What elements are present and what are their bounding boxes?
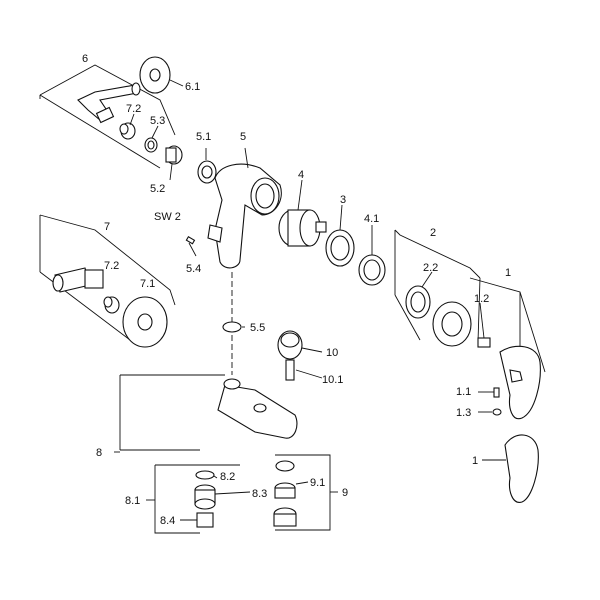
label-4: 4 [298, 169, 304, 181]
part-7-elbow-fitting [52, 267, 104, 293]
part-2-cover [432, 301, 472, 347]
group-6-frame [39, 64, 176, 169]
label-6: 6 [82, 53, 88, 65]
label-4-1: 4.1 [364, 213, 379, 225]
label-1-3: 1.3 [456, 407, 471, 419]
part-5-3-washer-a [144, 137, 158, 153]
label-5-4: 5.4 [186, 263, 201, 275]
part-1-1-screw [493, 387, 500, 398]
label-7-1: 7.1 [140, 278, 155, 290]
part-2-2-adapter [405, 285, 431, 319]
part-7-2-nipple-b [103, 296, 120, 314]
label-sw2: SW 2 [154, 211, 181, 223]
part-9-1-ring [274, 460, 296, 499]
part-7-1-rosette [122, 296, 168, 348]
label-7-2-a: 7.2 [126, 103, 141, 115]
part-8-2-washer [195, 470, 215, 480]
label-7-2-b: 7.2 [104, 260, 119, 272]
part-9-aerator [273, 507, 297, 527]
part-7-2-nipple-a [119, 122, 136, 140]
label-7: 7 [104, 221, 110, 233]
part-4-1-clip-ring [358, 254, 386, 286]
label-8-3: 8.3 [252, 488, 267, 500]
label-10-1: 10.1 [322, 374, 343, 386]
part-5-2-nut [165, 145, 183, 165]
label-5-1: 5.1 [196, 131, 211, 143]
label-1-2: 1.2 [474, 293, 489, 305]
label-10: 10 [326, 347, 338, 359]
leader-lines [114, 79, 506, 521]
part-6-1-rosette [139, 56, 171, 94]
part-8-spout [217, 378, 298, 439]
part-8-3-aerator [194, 484, 216, 510]
label-9: 9 [342, 487, 348, 499]
label-1: 1 [505, 267, 511, 279]
part-6-elbow-pipe [77, 82, 141, 124]
part-10-1-pin [285, 359, 295, 381]
label-5-3: 5.3 [150, 115, 165, 127]
label-8: 8 [96, 447, 102, 459]
label-9-1: 9.1 [310, 477, 325, 489]
part-1-lever-handle [499, 345, 541, 420]
part-1-3-washer [492, 408, 502, 416]
label-8-4: 8.4 [160, 515, 175, 527]
label-3: 3 [340, 194, 346, 206]
label-1-1: 1.1 [456, 386, 471, 398]
part-10-knob [277, 330, 303, 360]
part-4-cartridge [278, 209, 327, 247]
label-2: 2 [430, 227, 436, 239]
part-8-4-insert [196, 512, 214, 528]
label-2-2: 2.2 [423, 262, 438, 274]
label-8-2: 8.2 [220, 471, 235, 483]
label-1-lower: 1 [472, 455, 478, 467]
part-5-5-oring [222, 321, 242, 333]
part-5-1-nut [197, 160, 217, 184]
label-8-1: 8.1 [125, 495, 140, 507]
part-5-4-screw [185, 236, 196, 245]
label-5-5: 5.5 [250, 322, 265, 334]
part-1-2-cap [477, 337, 491, 348]
group-8-1-frame [154, 464, 240, 534]
label-5: 5 [240, 131, 246, 143]
group-8-frame [119, 374, 225, 451]
part-3-ring [325, 229, 355, 267]
part-1-lever-handle-alt [504, 434, 539, 503]
group-9-frame [275, 454, 331, 531]
part-5-mixer-body [207, 163, 282, 269]
label-5-2: 5.2 [150, 183, 165, 195]
group-2-frame [394, 229, 481, 343]
label-6-1: 6.1 [185, 81, 200, 93]
